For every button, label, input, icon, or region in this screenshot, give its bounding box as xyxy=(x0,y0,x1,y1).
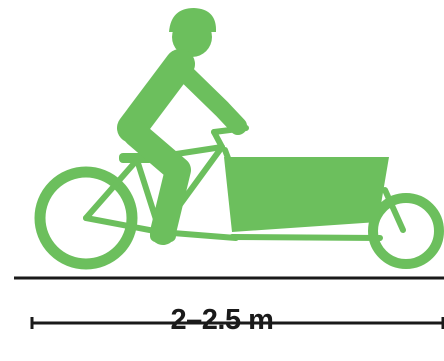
rider-shoe xyxy=(150,228,176,242)
front-wheel xyxy=(373,198,439,264)
dimension-label: 2–2.5 m xyxy=(0,300,444,340)
rider-torso xyxy=(132,64,180,128)
helmet-icon xyxy=(169,8,216,32)
cargo-box xyxy=(224,157,389,232)
rider-arm xyxy=(184,72,238,126)
person-riding-cargo-bike-icon xyxy=(40,8,439,264)
